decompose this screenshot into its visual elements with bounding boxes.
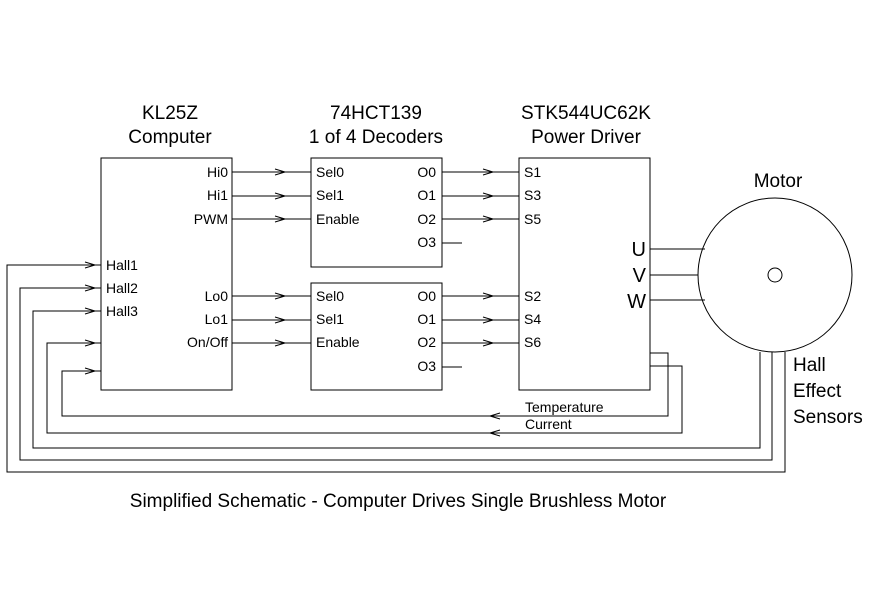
driver-box [518,157,651,391]
pin-hi1: Hi1 [207,187,228,203]
arrow-o1-s4 [482,316,495,324]
computer-title-line1: KL25Z [142,103,198,124]
arrow-o2-s6 [482,339,495,347]
driver-title-line2: Power Driver [531,127,641,148]
pin-lo0: Lo0 [205,288,229,304]
arrow-hi0 [274,168,287,176]
drv-s3: S3 [524,187,541,203]
drv-s2: S2 [524,288,541,304]
sensors-label-line1: Hall [793,355,826,376]
arrow-temperature-left [488,412,501,420]
phase-v: V [633,265,647,287]
phase-u: U [632,239,646,261]
wire-hall3 [32,310,761,449]
pin-hall3: Hall3 [106,303,138,319]
dec-top-o3: O3 [417,234,436,250]
motor-title: Motor [754,171,803,192]
dec-bot-enable: Enable [316,334,360,350]
decoder-top-box [310,157,443,268]
arrow-pwm [274,215,287,223]
drv-s1: S1 [524,164,541,180]
arrow-lo0 [274,292,287,300]
drv-s4: S4 [524,311,541,327]
arrow-current-left [488,429,501,437]
sensors-label-line3: Sensors [793,407,863,428]
wire-hall2 [19,287,773,461]
motor-shaft [767,267,783,283]
dec-bot-sel1: Sel1 [316,311,344,327]
pin-hi0: Hi0 [207,164,228,180]
pin-hall2: Hall2 [106,280,138,296]
decoder-title-line2: 1 of 4 Decoders [309,127,443,148]
arrow-hi1 [274,192,287,200]
wire-hall1 [6,264,786,473]
dec-top-sel1: Sel1 [316,187,344,203]
dec-bot-o2: O2 [417,334,436,350]
dec-top-o0: O0 [417,164,436,180]
arrow-o0-s1 [482,168,495,176]
arrow-onoff [274,339,287,347]
dec-top-sel0: Sel0 [316,164,344,180]
pin-pwm: PWM [194,211,228,227]
arrow-temperature-in [84,367,97,375]
computer-title-line2: Computer [128,127,212,148]
wire-current [46,342,683,434]
dec-top-enable: Enable [316,211,360,227]
decoder-bottom-box [310,282,443,391]
dec-bot-o0: O0 [417,288,436,304]
sensors-label-line2: Effect [793,381,842,402]
arrow-hall3 [84,307,97,315]
arrow-lo1 [274,316,287,324]
driver-title-line1: STK544UC62K [521,103,651,124]
diagram-caption: Simplified Schematic - Computer Drives S… [130,491,667,512]
label-temperature: Temperature [525,399,604,415]
arrow-current-in [84,339,97,347]
decoder-title-line1: 74HCT139 [330,103,422,124]
arrow-hall2 [84,284,97,292]
arrow-o2-s5 [482,215,495,223]
dec-bot-o3: O3 [417,358,436,374]
dec-bot-sel0: Sel0 [316,288,344,304]
drv-s5: S5 [524,211,541,227]
dec-bot-o1: O1 [417,311,436,327]
arrow-hall1 [84,261,97,269]
wire-temperature [61,352,669,417]
phase-w: W [627,291,646,313]
drv-s6: S6 [524,334,541,350]
arrow-o1-s3 [482,192,495,200]
pin-lo1: Lo1 [205,311,229,327]
label-current: Current [525,416,572,432]
computer-box [100,157,233,391]
pin-hall1: Hall1 [106,257,138,273]
arrow-o0-s2 [482,292,495,300]
pin-onoff: On/Off [187,334,228,350]
dec-top-o2: O2 [417,211,436,227]
motor-body [697,197,853,353]
dec-top-o1: O1 [417,187,436,203]
